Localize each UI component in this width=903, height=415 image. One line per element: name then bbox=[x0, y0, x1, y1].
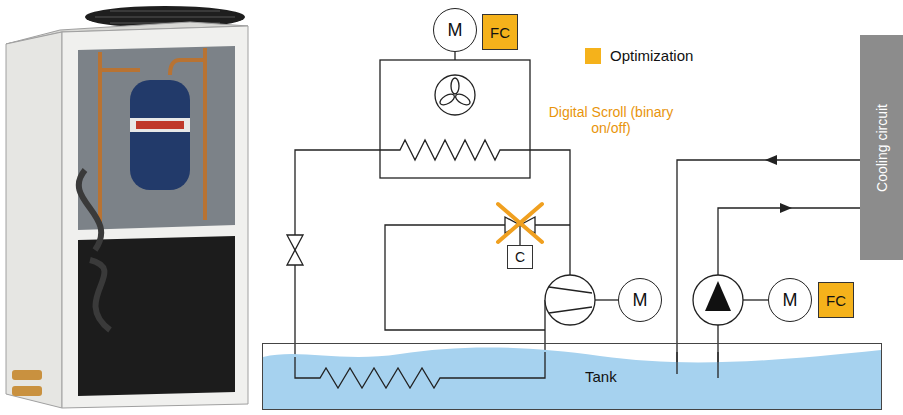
water-tank: Tank bbox=[262, 343, 882, 410]
water-outlet bbox=[12, 370, 42, 380]
annotation-label: Digital Scroll (binary on/off) bbox=[548, 104, 674, 136]
pipe-connector bbox=[718, 208, 860, 343]
node-label: FC bbox=[490, 24, 510, 41]
pipe-connector-group bbox=[718, 203, 860, 343]
node-label: Tank bbox=[585, 368, 617, 385]
lower-bay bbox=[78, 236, 235, 396]
legend-swatch bbox=[585, 48, 601, 64]
legend-entry: Optimization bbox=[585, 47, 693, 64]
compressor-shaft bbox=[595, 299, 618, 300]
return-pipe bbox=[676, 343, 677, 374]
compressor-lines bbox=[549, 287, 592, 313]
bypass-line bbox=[385, 225, 545, 330]
compressor-symbol bbox=[545, 275, 595, 325]
schematic bbox=[287, 52, 768, 388]
compressor-body bbox=[130, 80, 190, 190]
node-label: C bbox=[515, 249, 525, 265]
chiller-photo bbox=[6, 6, 248, 408]
node-label: M bbox=[633, 290, 648, 311]
arrowhead bbox=[765, 155, 777, 165]
cooling-circuit-bar: Cooling circuit bbox=[860, 35, 903, 260]
cabinet-front bbox=[62, 26, 248, 408]
fan-symbol bbox=[435, 75, 475, 115]
motor-circle: M bbox=[618, 278, 662, 322]
liquid-line bbox=[295, 150, 380, 235]
water-inlet bbox=[12, 386, 42, 396]
compressor-band bbox=[130, 118, 190, 132]
pipe-connector bbox=[677, 160, 860, 343]
frequency-converter: FC bbox=[482, 14, 518, 50]
node-label: M bbox=[448, 20, 463, 41]
pump-symbol bbox=[693, 275, 743, 325]
motor-circle: M bbox=[433, 8, 477, 52]
suction-pipe bbox=[717, 343, 718, 378]
vertical-label: Cooling circuit bbox=[874, 104, 890, 192]
fan-grill bbox=[95, 11, 235, 23]
upper-bay bbox=[78, 46, 235, 230]
expansion-valve bbox=[287, 235, 303, 265]
copper-pipes bbox=[100, 48, 205, 225]
condenser-coil bbox=[380, 140, 530, 160]
water bbox=[263, 347, 881, 409]
node-label: M bbox=[783, 290, 798, 311]
fan-shaft bbox=[454, 52, 455, 60]
node-label: FC bbox=[826, 292, 846, 309]
cabinet-side bbox=[6, 32, 62, 408]
pump-triangle bbox=[705, 281, 731, 311]
evaporator-coil bbox=[295, 352, 545, 388]
return-pipe bbox=[676, 352, 677, 374]
discharge-line bbox=[530, 150, 570, 275]
submerged-pipes bbox=[295, 352, 718, 388]
hoses bbox=[79, 170, 110, 330]
compressor-badge bbox=[136, 121, 184, 129]
bypass-line bbox=[535, 224, 570, 225]
removed-mark bbox=[498, 204, 542, 242]
valve-controller: C bbox=[507, 245, 533, 269]
suction-pipe bbox=[717, 352, 718, 378]
pump-shaft bbox=[743, 299, 768, 300]
valve-stem bbox=[519, 225, 520, 245]
pipe-connector-group bbox=[677, 155, 860, 343]
legend-text: Optimization bbox=[610, 47, 693, 64]
condenser-housing bbox=[380, 60, 530, 178]
fan-blades bbox=[438, 78, 471, 107]
frequency-converter: FC bbox=[818, 282, 854, 318]
arrowhead bbox=[780, 203, 792, 213]
motor-circle: M bbox=[768, 278, 812, 322]
